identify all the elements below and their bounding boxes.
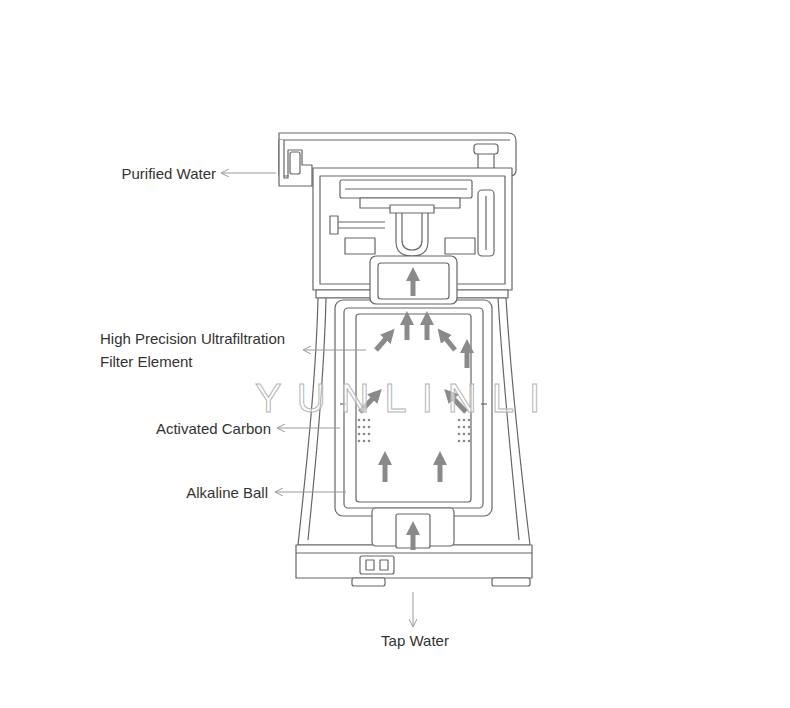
part-label: High Precision Ultrafiltration Filter El… — [100, 327, 300, 373]
flow-label: Tap Water — [381, 629, 449, 652]
carbon-dots — [358, 419, 471, 443]
housing — [279, 133, 532, 586]
flow-label: Purified Water — [122, 162, 216, 185]
part-label: Alkaline Ball — [186, 481, 268, 504]
watermark: YUNLINLI — [255, 376, 555, 420]
part-label: Activated Carbon — [156, 417, 271, 440]
